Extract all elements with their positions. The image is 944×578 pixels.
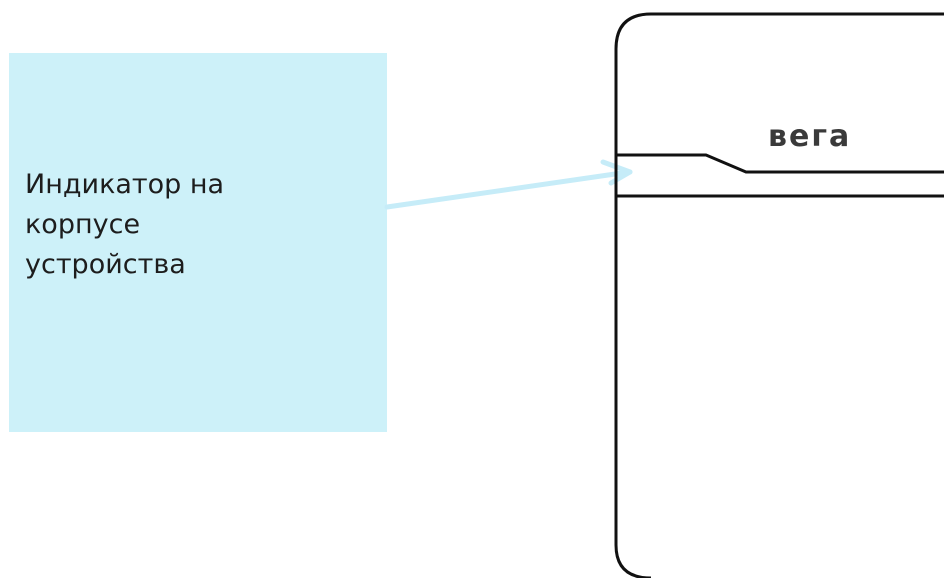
indicator-strip [616, 153, 944, 174]
device-body [614, 12, 944, 578]
callout-box [9, 53, 387, 432]
callout-label-line-3: устройства [25, 249, 186, 280]
brand-logo: вега [768, 119, 851, 154]
pointer-arrow [384, 159, 633, 210]
callout-label-line-2: корпусе [25, 209, 141, 240]
callout-label: Индикатор на корпусе устройства [25, 165, 345, 285]
callout-label-line-1: Индикатор на [25, 169, 225, 200]
